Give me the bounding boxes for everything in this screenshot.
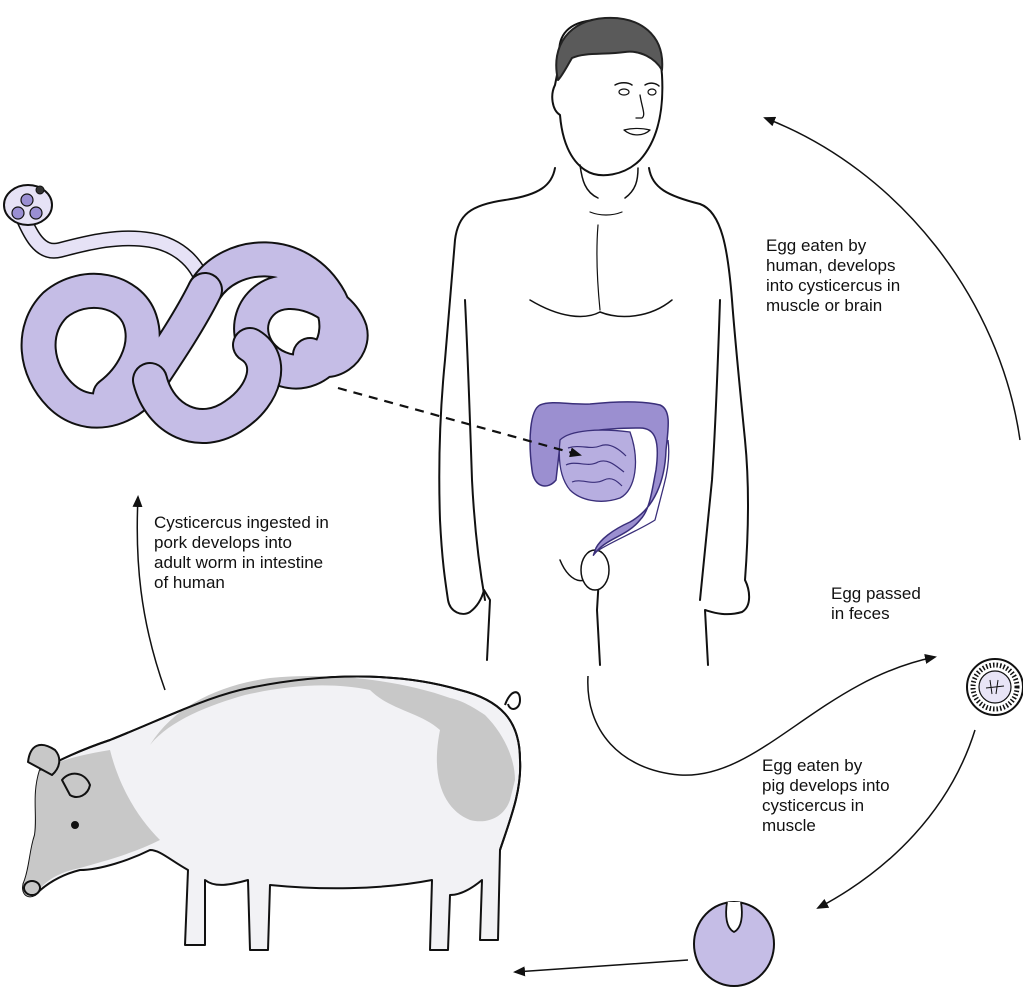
caption-line: Egg eaten by bbox=[766, 236, 900, 256]
caption-line: human, develops bbox=[766, 256, 900, 276]
label-egg-eaten-by-pig: Egg eaten by pig develops into cysticerc… bbox=[762, 756, 890, 836]
caption-line: adult worm in intestine bbox=[154, 553, 329, 573]
caption-line: cysticercus in bbox=[762, 796, 890, 816]
human-figure bbox=[439, 18, 749, 665]
caption-line: muscle or brain bbox=[766, 296, 900, 316]
caption-line: pork develops into bbox=[154, 533, 329, 553]
intestine-icon bbox=[530, 402, 669, 555]
caption-line: Cysticercus ingested in bbox=[154, 513, 329, 533]
tapeworm-icon bbox=[4, 185, 351, 426]
label-cysticercus-ingested: Cysticercus ingested in pork develops in… bbox=[154, 513, 329, 593]
label-egg-eaten-by-human: Egg eaten by human, develops into cystic… bbox=[766, 236, 900, 316]
caption-line: of human bbox=[154, 573, 329, 593]
caption-line: in feces bbox=[831, 604, 921, 624]
caption-line: muscle bbox=[762, 816, 890, 836]
caption-line: into cysticercus in bbox=[766, 276, 900, 296]
egg-icon bbox=[967, 659, 1023, 715]
cysticercus-icon bbox=[694, 902, 774, 986]
pig-icon bbox=[23, 676, 520, 950]
caption-line: pig develops into bbox=[762, 776, 890, 796]
caption-line: Egg eaten by bbox=[762, 756, 890, 776]
caption-line: Egg passed bbox=[831, 584, 921, 604]
arrow-cysticercus-to-pig bbox=[515, 960, 688, 972]
label-egg-passed: Egg passed in feces bbox=[831, 584, 921, 624]
